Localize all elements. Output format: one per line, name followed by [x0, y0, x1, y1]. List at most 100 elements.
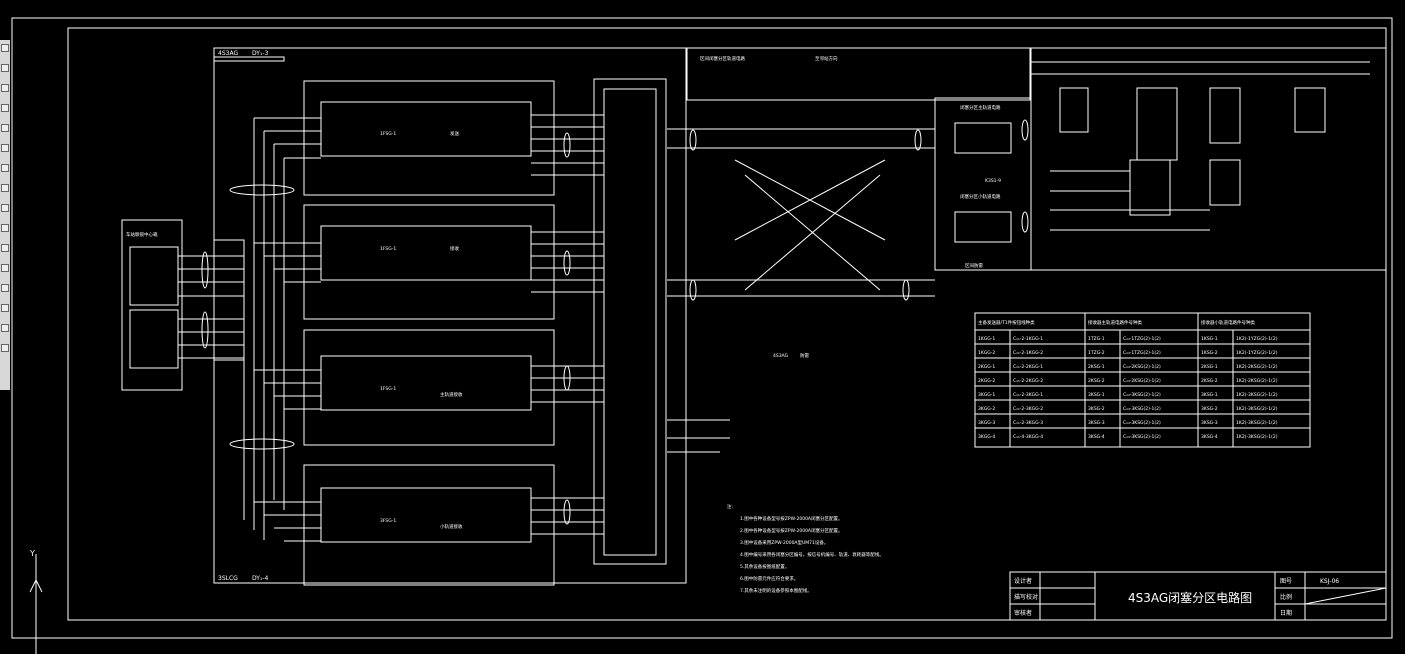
title-block-designer: 设计者	[1014, 577, 1032, 585]
note-line: 3.图中设备采用ZPW-2000A型UM71设备。	[740, 539, 828, 546]
table-cell: 1TZG-1	[1088, 336, 1105, 342]
table-cell: C₁₄-3KSG(2)-1(2)	[1123, 392, 1161, 398]
drawing-no-label: 图号	[1280, 578, 1292, 585]
table-cell: 1K2(-1YZG(2)-1(2)	[1236, 336, 1278, 342]
table-cell: C₁₁-2-1KGG-1	[1013, 336, 1043, 342]
module-2-id: 1FSG-1	[380, 246, 396, 252]
module-4-id: 3FSG-1	[380, 518, 396, 524]
panel-label-bottom-left: 3SLCG	[218, 575, 238, 582]
table-cell: 1K2(-3KSG(2)-1(2)	[1236, 392, 1278, 398]
table-cell: 1K2(-1YZG(2)-1(2)	[1236, 350, 1278, 356]
text-tool-icon[interactable]	[1, 284, 9, 292]
table-cell: 3KGG-3	[978, 420, 995, 426]
table-cell: C₁₁-2-2KGG-2	[1013, 378, 1043, 384]
table-cell: 1KSG-2	[1201, 350, 1218, 356]
table-cell: C₁₁-2-3KGG-1	[1013, 392, 1043, 398]
table-cell: 3KGG-4	[978, 434, 995, 440]
table-cell: C₁₁-2-1KGG-2	[1013, 350, 1043, 356]
table-cell: 2KSG-2	[1201, 378, 1218, 384]
table-header-2: 接收器主轨道电路件号种类	[1088, 319, 1142, 326]
middle-tag-2: 防雷	[800, 352, 809, 359]
table-cell: 1KSG-1	[1201, 336, 1218, 342]
hatch-tool-icon[interactable]	[1, 224, 9, 232]
table-cell: 2KGG-1	[978, 364, 995, 370]
rectangle-tool-icon[interactable]	[1, 84, 9, 92]
table-cell: C₁₁-4-3KGG-4	[1013, 434, 1043, 440]
table-cell: 3KSG-1	[1201, 392, 1218, 398]
table-cell: 2KSG-1	[1088, 364, 1105, 370]
table-cell: 3KSG-3	[1088, 420, 1105, 426]
module-4-sub: 小轨道接收	[440, 523, 463, 530]
panel-label-top-left-2: DY₁-3	[252, 50, 269, 57]
drawing-title: 4S3AG闭塞分区电路图	[1128, 590, 1252, 605]
right-note-2: 闭塞分区小轨道电路	[960, 193, 1001, 200]
table-header-3: 接收器小轨道电路件号种类	[1201, 319, 1255, 326]
right-note-1: 闭塞分区主轨道电路	[960, 104, 1001, 111]
table-cell: C₁₁-2-2KGG-1	[1013, 364, 1043, 370]
spline-tool-icon[interactable]	[1, 144, 9, 152]
note-line: 5.其余设备按图纸配置。	[740, 563, 789, 570]
polyline-tool-icon[interactable]	[1, 64, 9, 72]
circle-tool-icon[interactable]	[1, 124, 9, 132]
table-cell: 2KSG-1	[1201, 364, 1218, 370]
module-3-sub: 主轨道接收	[440, 391, 463, 398]
table-cell: 1K2(-2KSG(2)-1(2)	[1236, 364, 1278, 370]
table-header-1: 主备发送器/T1件按钮线种类	[978, 319, 1035, 326]
table-cell: C₁₄-2KSG(2)-1(2)	[1123, 364, 1161, 370]
table-cell: 3KGG-1	[978, 392, 995, 398]
note-line: 注:	[727, 503, 733, 510]
mtext-tool-icon[interactable]	[1, 304, 9, 312]
ellipse-tool-icon[interactable]	[1, 164, 9, 172]
note-line: 7.其余未注明的设备参照本图配线。	[740, 587, 812, 594]
module-1-sub: 发送	[450, 130, 459, 137]
note-line: 1.图中各种设备型号按ZPW-2000A闭塞分区配置。	[740, 515, 843, 522]
right-label-bottom: 区间防雷	[965, 262, 983, 269]
panel-label-bottom-left-2: DY₁-4	[252, 575, 269, 582]
table-cell: 1K2(-3KSG(2)-1(2)	[1236, 434, 1278, 440]
table-cell: C₁₄-3KSG(2)-1(2)	[1123, 434, 1161, 440]
table-cell: 3KSG-4	[1201, 434, 1218, 440]
insert-block-icon[interactable]	[1, 184, 9, 192]
table-cell: C₁₁-2-3KGG-3	[1013, 420, 1043, 426]
table-cell: C₁₄-1TZG(2)-1(2)	[1123, 336, 1161, 342]
title-block-reviewer: 审核者	[1014, 609, 1032, 617]
scale-label: 比例	[1280, 593, 1292, 601]
table-cell: 1K2(-2KSG(2)-1(2)	[1236, 378, 1278, 384]
point-tool-icon[interactable]	[1, 204, 9, 212]
table-cell: 3KSG-2	[1088, 406, 1105, 412]
table-cell: 1TZG-2	[1088, 350, 1105, 356]
region-tool-icon[interactable]	[1, 244, 9, 252]
table-cell: 3KSG-1	[1088, 392, 1105, 398]
date-label: 日期	[1280, 609, 1292, 617]
table-cell: 1KGG-2	[978, 350, 995, 356]
table-tool-icon[interactable]	[1, 264, 9, 272]
line-tool-icon[interactable]	[1, 44, 9, 52]
arc-tool-icon[interactable]	[1, 104, 9, 112]
table-cell: 2KGG-2	[978, 378, 995, 384]
table-cell: C₁₄-3KSG(2)-1(2)	[1123, 406, 1161, 412]
table-cell: 2KSG-2	[1088, 378, 1105, 384]
module-3-id: 1FSG-1	[380, 386, 396, 392]
table-cell: C₁₄-1TZG(2)-1(2)	[1123, 350, 1161, 356]
layer-tool-icon[interactable]	[1, 344, 9, 352]
right-tag: K3S1-9	[985, 178, 1001, 184]
table-cell: 1KGG-1	[978, 336, 995, 342]
top-note: 区间闭塞分区轨道电路	[700, 55, 745, 62]
middle-tag-1: 4S3AG	[773, 353, 789, 359]
dimension-tool-icon[interactable]	[1, 324, 9, 332]
cad-toolbar[interactable]	[0, 40, 10, 390]
note-line: 4.图中编号采用各闭塞分区编号，按信号机编号、轨道、衰耗器等配线。	[740, 551, 884, 558]
drawing-no: KSJ-06	[1320, 578, 1339, 585]
table-cell: 3KGG-2	[978, 406, 995, 412]
table-cell: C₁₄-3KSG(2)-1(2)	[1123, 420, 1161, 426]
module-1-id: 1FSG-1	[380, 131, 396, 137]
module-2-sub: 接收	[450, 245, 459, 252]
top-right-note: 至邻站方向	[815, 55, 838, 62]
table-cell: 1K2(-3KSG(2)-1(2)	[1236, 406, 1278, 412]
y-axis-label: Y	[29, 549, 35, 558]
table-cell: C₁₄-2KSG(2)-1(2)	[1123, 378, 1161, 384]
note-line: 2.图中各种设备型号按ZPW-2000A闭塞分区配置。	[740, 527, 843, 534]
table-cell: 3KSG-4	[1088, 434, 1105, 440]
left-box-label: 车站联锁中心箱	[126, 231, 158, 238]
